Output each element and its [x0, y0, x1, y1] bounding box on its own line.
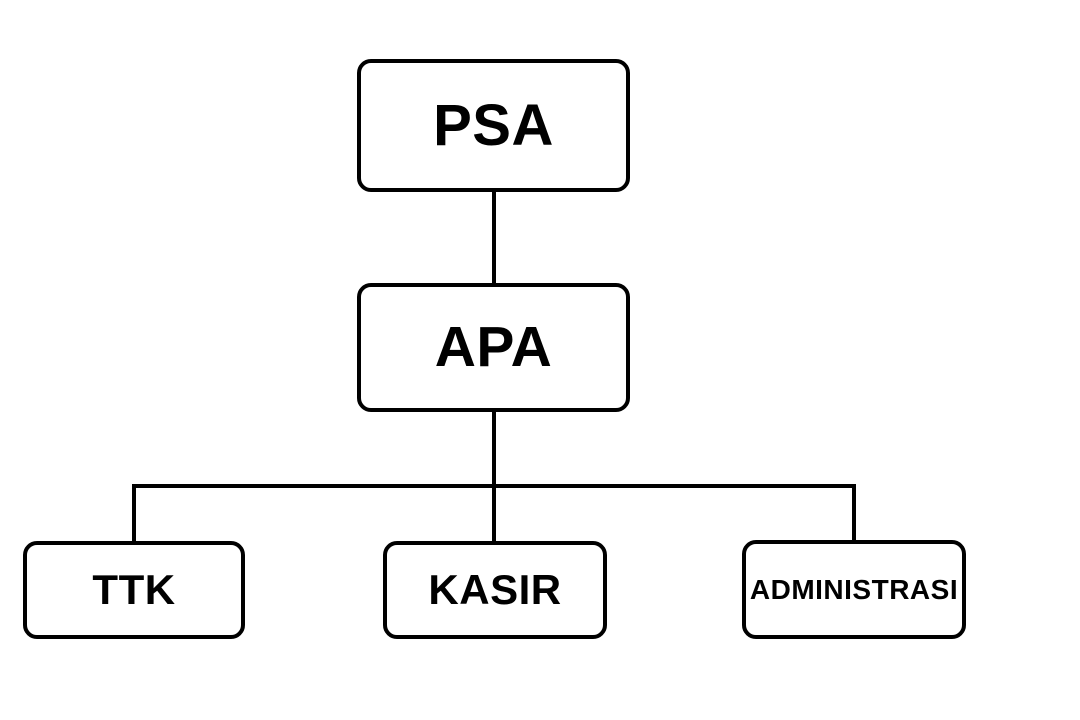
node-administrasi-label: ADMINISTRASI: [749, 573, 959, 605]
node-administrasi[interactable]: ADMINISTRASI: [742, 540, 966, 639]
node-kasir[interactable]: KASIR: [383, 541, 607, 639]
connector-bus-to-ttk: [132, 484, 136, 543]
node-psa-label: PSA: [433, 92, 554, 158]
connector-horizontal-bus: [132, 484, 856, 488]
node-psa[interactable]: PSA: [357, 59, 630, 192]
node-ttk[interactable]: TTK: [23, 541, 245, 639]
node-apa[interactable]: APA: [357, 283, 630, 412]
node-kasir-label: KASIR: [428, 566, 562, 613]
connector-bus-to-administrasi: [852, 484, 856, 542]
connector-apa-to-kasir: [492, 410, 496, 543]
node-apa-label: APA: [434, 315, 553, 379]
connector-psa-to-apa: [492, 190, 496, 285]
node-ttk-label: TTK: [92, 566, 176, 613]
